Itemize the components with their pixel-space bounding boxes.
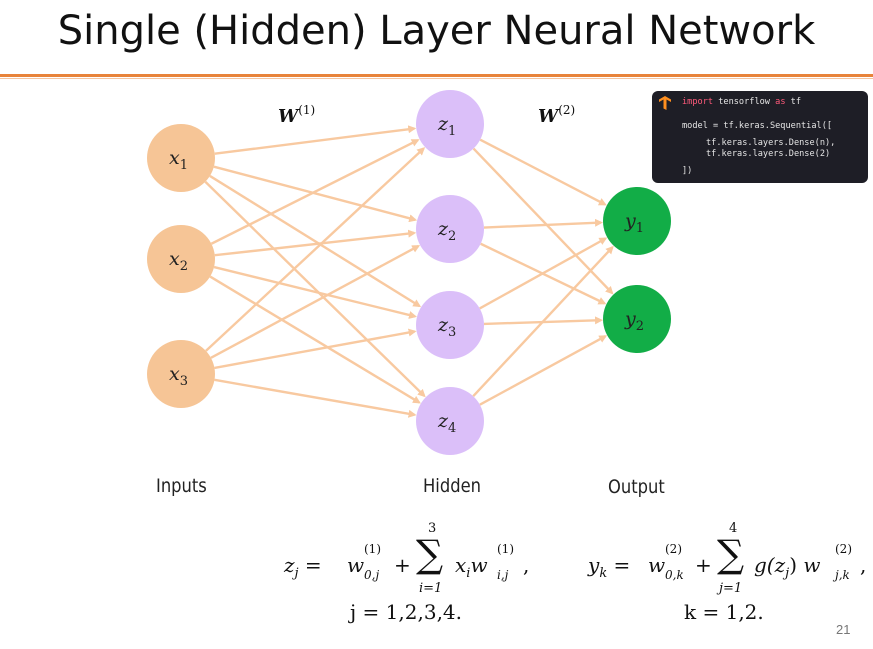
- hidden-node-z3: z3: [416, 291, 484, 359]
- hidden-node-z3-circle: [416, 291, 484, 359]
- input-node-x1-label: x1: [169, 147, 188, 173]
- code-line-1: import tensorflow as tf: [682, 97, 802, 107]
- edge-z1-y2: [472, 147, 614, 295]
- input-node-x2: x2: [147, 225, 215, 293]
- input-node-x3: x3: [147, 340, 215, 408]
- edge-z3-y1: [479, 237, 608, 310]
- code-snippet: import tensorflow as tf model = tf.keras…: [652, 91, 868, 183]
- input-node-x3-circle: [147, 340, 215, 408]
- edge-z2-y1: [483, 218, 604, 229]
- input-node-x2-circle: [147, 225, 215, 293]
- eq2-term-sup: (2): [835, 542, 852, 556]
- network-edges: [204, 125, 614, 418]
- code-line-3: tf.keras.layers.Dense(n),: [706, 138, 836, 148]
- eq1-term-sup: (1): [497, 542, 514, 556]
- input-node-x3-label: x3: [169, 363, 188, 389]
- edge-x1-z3: [209, 174, 422, 308]
- input-node-x2-label: x2: [169, 248, 188, 274]
- hidden-node-z4-circle: [416, 387, 484, 455]
- eq1-term-sub: i,j: [497, 568, 509, 582]
- hidden-node-z2: z2: [416, 195, 484, 263]
- eq2-lhs: yk =: [588, 553, 631, 581]
- input-node-x1-circle: [147, 124, 215, 192]
- output-node-y2: y2: [603, 285, 671, 353]
- page-number: 21: [836, 622, 851, 637]
- edge-x3-z3: [214, 328, 417, 370]
- inputs-label: Inputs: [156, 475, 207, 497]
- eq2-term: g(zj) w: [754, 553, 821, 581]
- edge-x2-z3: [213, 265, 417, 319]
- hidden-node-z1: z1: [416, 90, 484, 158]
- eq1-bias: w: [347, 553, 365, 577]
- edge-z1-y1: [479, 138, 607, 206]
- hidden-label: Hidden: [423, 475, 481, 497]
- slide-title: Single (Hidden) Layer Neural Network: [57, 8, 816, 54]
- output-node-y2-label: y2: [624, 308, 644, 334]
- output-node-y1-label: y1: [624, 210, 644, 236]
- edge-x2-z4: [209, 275, 421, 404]
- output-label: Output: [608, 476, 665, 498]
- code-line-5: ]): [682, 166, 693, 176]
- edge-x1-z4: [204, 180, 426, 398]
- title-underline: [0, 74, 873, 77]
- hidden-node-z3-label: z3: [437, 314, 456, 340]
- eq2-sum-bottom: j=1: [719, 581, 743, 596]
- eq1-sum-top: 3: [428, 521, 437, 536]
- code-line-2: model = tf.keras.Sequential([: [682, 121, 833, 131]
- weight-label-w2: W(2): [538, 103, 575, 127]
- edge-z4-y2: [479, 335, 608, 406]
- eq2-comma: ,: [860, 553, 867, 577]
- output-node-y2-circle: [603, 285, 671, 353]
- code-line-4: tf.keras.layers.Dense(2): [706, 149, 831, 159]
- eq2-bias: w: [648, 553, 666, 577]
- hidden-node-z2-label: z2: [437, 218, 456, 244]
- output-node-y1-circle: [603, 187, 671, 255]
- tensorflow-logo-icon: [659, 96, 671, 110]
- eq2-plus: +: [695, 553, 712, 577]
- edge-x2-z2: [214, 229, 417, 257]
- hidden-node-z4-label: z4: [437, 410, 456, 436]
- eq1-sum-bottom: i=1: [419, 581, 443, 596]
- title-underline-shadow: [0, 78, 873, 79]
- edge-x3-z4: [214, 378, 417, 418]
- eq1-comma: ,: [523, 553, 530, 577]
- edge-x2-z1: [210, 139, 420, 245]
- hidden-node-z4: z4: [416, 387, 484, 455]
- eq1-term: xiw: [455, 553, 488, 581]
- edge-x3-z2: [210, 245, 421, 359]
- eq2-bias-sup: (2): [665, 542, 682, 556]
- eq2-sigma: ∑: [717, 532, 745, 576]
- eq2-sum-top: 4: [729, 521, 738, 536]
- edge-x3-z1: [205, 147, 426, 352]
- eq1-lhs: zj =: [284, 553, 322, 581]
- eq1-range: j = 1,2,3,4.: [350, 600, 463, 624]
- hidden-node-z1-label: z1: [437, 113, 456, 139]
- eq1-bias-sub: 0,j: [364, 568, 380, 582]
- hidden-node-z1-circle: [416, 90, 484, 158]
- eq2-range: k = 1,2.: [684, 600, 764, 624]
- eq2-term-sub: j,k: [835, 568, 850, 582]
- eq1-sigma: ∑: [416, 532, 444, 576]
- eq1-bias-sup: (1): [364, 542, 381, 556]
- weight-label-w1: W(1): [278, 103, 315, 127]
- input-node-x1: x1: [147, 124, 215, 192]
- eq2-bias-sub: 0,k: [665, 568, 684, 582]
- output-node-y1: y1: [603, 187, 671, 255]
- edge-x1-z1: [214, 125, 417, 155]
- hidden-node-z2-circle: [416, 195, 484, 263]
- network-nodes: x1 x2 x3 z1 z2 z3 z4 y1 y2: [147, 90, 671, 455]
- edge-z4-y1: [472, 245, 614, 397]
- eq1-plus: +: [394, 553, 411, 577]
